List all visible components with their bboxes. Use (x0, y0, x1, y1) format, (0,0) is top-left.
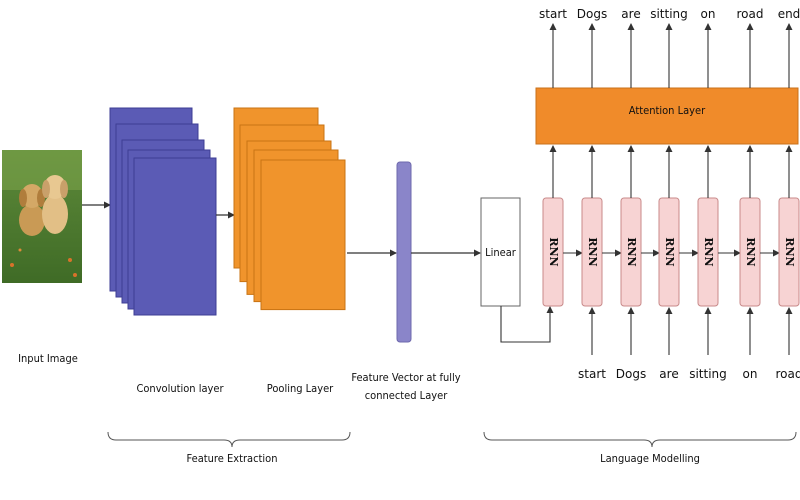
input-image-label: Input Image (18, 352, 78, 365)
input-word: on (743, 367, 758, 381)
attention-layer-label: Attention Layer (629, 104, 706, 117)
input-image (2, 150, 82, 283)
input-word: sitting (689, 367, 727, 381)
rnn-cell-label: RNN (783, 237, 796, 266)
pool-feature-map (260, 159, 346, 311)
input-word: are (659, 367, 678, 381)
output-word: are (621, 7, 640, 21)
output-word: sitting (650, 7, 688, 21)
rnn-cell-label: RNN (744, 237, 757, 266)
output-word: road (737, 7, 764, 21)
convolution-layer-label: Convolution layer (136, 382, 224, 395)
feature-vector-bar (396, 161, 412, 343)
feature-extraction-label: Feature Extraction (187, 452, 278, 465)
linear-box (480, 197, 521, 307)
rnn-cell-label: RNN (586, 237, 599, 266)
attention-layer (535, 87, 799, 145)
rnn-cell-label: RNN (625, 237, 638, 266)
rnn-cell-label: RNN (702, 237, 715, 266)
linear-label: Linear (485, 246, 517, 259)
input-word: road (776, 367, 800, 381)
convolution-layer-stack (109, 107, 217, 316)
conv-feature-map (133, 157, 217, 316)
output-word: end (778, 7, 800, 21)
arrow-linear-to-rnn (500, 306, 554, 343)
output-word: Dogs (577, 7, 607, 21)
feature-vector-label-line2: connected Layer (365, 389, 448, 402)
feature-vector-label-line1: Feature Vector at fully (351, 371, 460, 384)
pooling-layer-stack (233, 107, 346, 311)
output-word: start (539, 7, 567, 21)
language-modelling-label: Language Modelling (600, 452, 700, 465)
pooling-layer-label: Pooling Layer (267, 382, 334, 395)
rnn-sequence: RNNstartRNNDogsstartRNNareDogsRNNsitting… (539, 7, 800, 381)
rnn-cell-label: RNN (547, 237, 560, 266)
feature-extraction-brace (107, 431, 351, 448)
language-modelling-brace (483, 431, 797, 448)
rnn-cell-label: RNN (663, 237, 676, 266)
output-word: on (701, 7, 716, 21)
input-word: Dogs (616, 367, 646, 381)
input-word: start (578, 367, 606, 381)
